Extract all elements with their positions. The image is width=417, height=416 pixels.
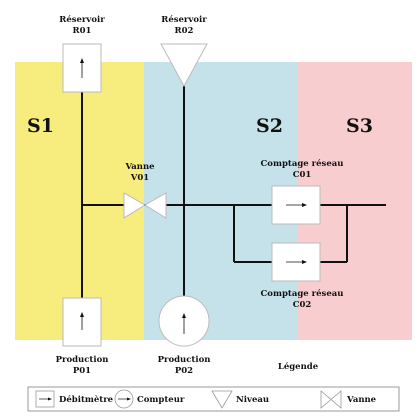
comptage-c02-flowmeter[interactable]: [271, 242, 321, 282]
flowmeter-icon: [35, 390, 55, 408]
production-p02-label-line1: Production: [158, 355, 211, 365]
reservoir-r02-label-line1: Réservoir: [161, 14, 207, 25]
legend-label-debitmetre: Débitmètre: [59, 394, 114, 405]
comptage-c02-label-line1: Comptage réseau: [261, 288, 344, 299]
production-p02-label-line2: P02: [175, 366, 193, 376]
zone-s2-label: S2: [256, 115, 283, 137]
reservoir-r01-label-line2: R01: [73, 26, 92, 36]
legend-title: Légende: [278, 361, 319, 372]
production-p01-flowmeter[interactable]: [62, 297, 102, 347]
reservoir-r02-level-icon[interactable]: [160, 43, 208, 88]
vanne-v01-label-line1: Vanne: [124, 162, 155, 172]
comptage-c02-label-line2: C02: [293, 300, 312, 310]
production-p01-label-line2: P01: [73, 366, 91, 376]
reservoir-r01-label-line1: Réservoir: [59, 14, 105, 25]
zone-s1-area: [15, 62, 144, 340]
meter-icon: [114, 389, 134, 409]
comptage-c01-flowmeter[interactable]: [271, 185, 321, 225]
legend-label-niveau: Niveau: [236, 395, 269, 405]
zone-s3-label: S3: [346, 115, 373, 137]
legend-label-compteur: Compteur: [137, 395, 185, 405]
legend-label-vanne: Vanne: [346, 395, 377, 405]
reservoir-r02-label-line2: R02: [175, 26, 194, 36]
production-p02-meter[interactable]: [158, 295, 210, 347]
zone-s1-label: S1: [27, 115, 54, 137]
production-p01-label-line1: Production: [56, 355, 109, 365]
vanne-v01-label-line2: V01: [130, 173, 150, 183]
comptage-c01-label-line1: Comptage réseau: [261, 158, 344, 169]
reservoir-r01[interactable]: [62, 43, 102, 93]
vanne-v01-valve-icon[interactable]: [123, 192, 167, 219]
comptage-c01-label-line2: C01: [293, 170, 312, 180]
level-icon: [211, 390, 233, 409]
valve-icon: [320, 390, 342, 409]
